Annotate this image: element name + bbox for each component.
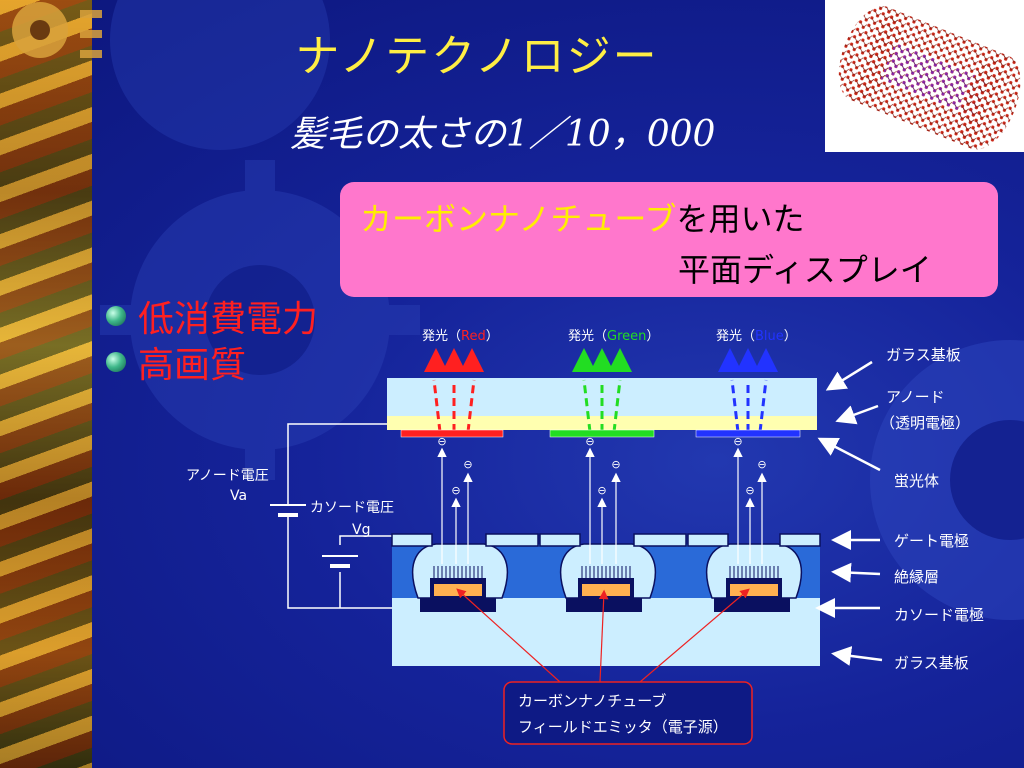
emitter-callout-line-2: フィールドエミッタ（電子源） <box>518 718 728 736</box>
emitter-callout-lines <box>456 588 750 683</box>
bullet-sphere-icon <box>106 306 126 326</box>
label-pointer-arrows <box>815 360 883 666</box>
label-cathode-electrode: カソード電極 <box>894 606 984 624</box>
bullet-sphere-icon <box>106 352 126 372</box>
electron-symbols: ⊖ ⊖ ⊖ ⊖ ⊖ ⊖ ⊖ ⊖ ⊖ <box>437 435 766 497</box>
label-insulating-layer: 絶縁層 <box>894 568 939 586</box>
electron-icon: ⊖ <box>437 435 446 448</box>
bullet-text: 高画質 <box>138 345 247 386</box>
green-emission-arrows <box>572 348 632 372</box>
gear-decoration-icon <box>12 2 102 58</box>
label-glass-substrate-bottom: ガラス基板 <box>894 654 969 672</box>
anode-voltage-symbol: Va <box>230 488 247 504</box>
gear-decoration-icon <box>100 160 420 480</box>
electron-icon: ⊖ <box>451 484 460 497</box>
phosphor-red <box>400 429 504 438</box>
electron-beams <box>437 447 767 564</box>
label-anode-transparent: （透明電極） <box>880 414 970 432</box>
electron-icon: ⊖ <box>733 435 742 448</box>
anode-layer <box>387 416 817 430</box>
anode-voltage-label: アノード電圧 <box>186 468 269 484</box>
gear-decoration-icon <box>110 0 330 150</box>
headline-line-1: カーボンナノチューブを用いた <box>360 194 805 240</box>
slide-subtitle: 髪毛の太さの1／10，000 <box>290 114 716 155</box>
red-emission-arrows <box>424 348 484 372</box>
circuit-wires <box>287 423 392 609</box>
electron-icon: ⊖ <box>611 458 620 471</box>
cathode-voltage-symbol: Vg <box>352 522 370 538</box>
red-light-paths <box>432 379 476 433</box>
label-glass-substrate-top: ガラス基板 <box>886 346 961 364</box>
electron-icon: ⊖ <box>757 458 766 471</box>
slide-title: ナノテクノロジー <box>295 31 659 82</box>
gear-decoration-icon <box>870 340 1024 620</box>
blue-light-paths <box>730 379 768 433</box>
green-light-paths <box>582 379 622 433</box>
nanotube-image <box>825 0 1024 152</box>
bullet-text: 低消費電力 <box>138 299 319 340</box>
top-glass-substrate <box>387 378 817 416</box>
headline-line-2: 平面ディスプレイ <box>678 251 932 289</box>
gate-electrodes <box>391 533 821 547</box>
emitter-callout-line-1: カーボンナノチューブ <box>518 692 666 710</box>
cathode-voltage-label: カソード電圧 <box>310 500 394 516</box>
phosphor-blue <box>695 429 801 438</box>
nanotube-bristles <box>433 566 779 578</box>
label-phosphor: 蛍光体 <box>894 472 939 490</box>
headline-rest: を用いた <box>676 200 805 238</box>
label-gate-electrode: ゲート電極 <box>894 532 969 550</box>
emitter-bases <box>430 578 782 598</box>
electron-icon: ⊖ <box>745 484 754 497</box>
battery-vg-icon <box>322 555 358 568</box>
emission-label-green: 発光（Green） <box>568 329 659 344</box>
bullet-item: 高画質 <box>106 336 246 388</box>
left-decorative-strip <box>0 0 92 768</box>
headline-highlight: カーボンナノチューブ <box>360 200 677 238</box>
emission-label-blue: 発光（Blue） <box>716 329 797 344</box>
electron-icon: ⊖ <box>463 458 472 471</box>
battery-va-icon <box>270 504 306 517</box>
emission-label-red: 発光（Red） <box>422 329 499 344</box>
electron-icon: ⊖ <box>585 435 594 448</box>
label-anode: アノード <box>886 388 945 406</box>
emitter-callout-box <box>503 681 753 745</box>
phosphor-green <box>549 429 655 438</box>
blue-emission-arrows <box>718 348 778 372</box>
bullet-item: 低消費電力 <box>106 290 318 342</box>
headline-box <box>340 182 998 297</box>
electron-icon: ⊖ <box>597 484 606 497</box>
carbon-nanotube-icon <box>838 6 1021 150</box>
